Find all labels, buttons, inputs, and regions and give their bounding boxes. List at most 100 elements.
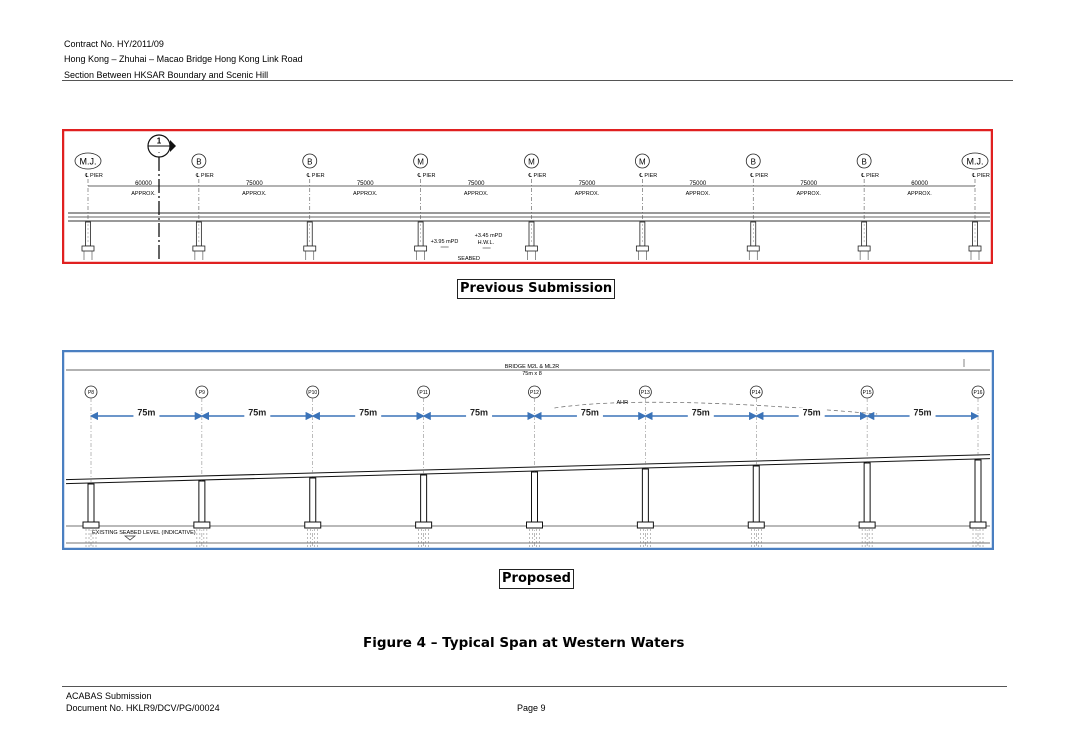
pile-cap: [193, 521, 211, 529]
pier-centerline-label: ℄ PIER: [84, 173, 103, 179]
span-length: 75m: [248, 408, 266, 418]
span-dimension: 75000: [468, 181, 485, 187]
pier-label: P16: [974, 390, 983, 396]
pier-type-label: M: [417, 158, 424, 167]
pier-centerline-label: ℄ PIER: [860, 173, 879, 179]
span-dimension: 75000: [357, 181, 374, 187]
footer-submission: ACABAS Submission: [66, 691, 152, 701]
proposed-frame: [62, 350, 994, 550]
footer-rule: [62, 686, 1007, 687]
pier-label: P10: [308, 390, 317, 396]
span-label-bg: [909, 408, 936, 417]
pile-cap: [81, 245, 95, 252]
span-length: 75m: [803, 408, 821, 418]
section-mark-number: 1: [157, 137, 162, 146]
header-rule: [62, 80, 1013, 81]
pier-centerline-label: ℄ PIER: [749, 173, 768, 179]
deck-top-line: [65, 454, 991, 481]
footer-document-number: Document No. HKLR9/DCV/PG/00024: [66, 703, 220, 713]
pile-cap: [525, 245, 538, 252]
span-dimension: 75000: [579, 181, 596, 187]
pier-bubble: [191, 153, 207, 169]
span-label-bg: [576, 408, 603, 417]
span-length: 75m: [137, 408, 155, 418]
pile-cap: [858, 521, 876, 529]
pile-cap: [526, 521, 543, 529]
pier-label: P12: [530, 390, 539, 396]
pile-cap: [636, 521, 654, 529]
pier-column: [752, 465, 760, 523]
pier-bubble: [961, 152, 989, 170]
project-name: Hong Kong – Zhuhai – Macao Bridge Hong K…: [64, 54, 303, 64]
pier-label: P14: [752, 390, 761, 396]
span-dimension: 75000: [800, 181, 817, 187]
span-dimension: 60000: [911, 181, 928, 187]
figure-title: Figure 4 – Typical Span at Western Water…: [363, 635, 685, 651]
pier-type-label: M.J.: [80, 157, 97, 167]
pier-column: [87, 483, 95, 523]
pier-type-label: M: [639, 158, 646, 167]
ahr-label: AHR: [617, 400, 629, 406]
pier-type-label: B: [196, 158, 201, 167]
pile-cap: [415, 521, 433, 529]
pier-column: [863, 462, 871, 523]
pile-cap: [857, 245, 871, 252]
span-dimension: 75000: [689, 181, 706, 187]
span-label-bg: [244, 408, 271, 417]
water-level-label: +3.95 mPD: [431, 239, 459, 245]
proposed-caption: Proposed: [499, 569, 574, 589]
pile-cap: [969, 521, 987, 529]
pier-bubble: [745, 153, 761, 169]
span-length: 75m: [581, 408, 599, 418]
pier-label: P8: [88, 390, 94, 396]
pile-cap: [414, 245, 428, 252]
bridge-label: BRIDGE M2L & ML2R: [505, 364, 560, 370]
previous-frame: [62, 129, 993, 264]
span-approx-note: APPROX.: [131, 191, 156, 197]
hwl-label: H.W.L.: [478, 240, 495, 246]
span-length: 75m: [359, 408, 377, 418]
pier-centerline-label: ℄ PIER: [417, 173, 436, 179]
previous-caption: Previous Submission: [457, 279, 616, 299]
span-approx-note: APPROX.: [686, 191, 711, 197]
pier-column: [974, 459, 982, 523]
pier-column: [420, 474, 428, 523]
bridge-span-summary: 75m x 8: [522, 371, 542, 377]
pile-cap: [635, 245, 649, 252]
pier-bubble: [413, 153, 429, 169]
span-length: 75m: [914, 408, 932, 418]
pier-bubble: [856, 153, 872, 169]
pier-centerline-label: ℄ PIER: [638, 173, 657, 179]
pile-cap: [192, 245, 206, 252]
pier-centerline-label: ℄ PIER: [306, 173, 325, 179]
pier-label: P13: [641, 390, 650, 396]
deck-bottom-line: [65, 458, 991, 485]
existing-seabed-label: EXISTING SEABED LEVEL (INDICATIVE): [92, 530, 196, 536]
pier-label: P15: [863, 390, 872, 396]
pile-cap: [303, 245, 317, 252]
span-approx-note: APPROX.: [907, 191, 932, 197]
pier-centerline-label: ℄ PIER: [528, 173, 547, 179]
span-length: 75m: [470, 408, 488, 418]
span-approx-note: APPROX.: [242, 191, 267, 197]
pier-type-label: B: [751, 158, 756, 167]
seabed-level-symbol: [124, 535, 136, 541]
span-label-bg: [355, 408, 382, 417]
pier-bubble: [634, 153, 650, 169]
span-approx-note: APPROX.: [575, 191, 600, 197]
span-length: 75m: [692, 408, 710, 418]
pier-centerline-label: ℄ PIER: [971, 173, 990, 179]
section-mark-arrow: [170, 140, 176, 152]
span-label-bg: [466, 408, 493, 417]
pile-cap: [747, 521, 765, 529]
pile-cap: [746, 245, 760, 252]
pier-bubble: [524, 153, 539, 169]
pier-bubble: [74, 152, 102, 170]
span-label-bg: [798, 408, 825, 417]
span-dimension: 75000: [246, 181, 263, 187]
pier-column: [198, 480, 206, 523]
footer-page-number: Page 9: [517, 703, 546, 713]
pier-type-label: M.J.: [967, 157, 984, 167]
ahr-line: [554, 401, 878, 415]
